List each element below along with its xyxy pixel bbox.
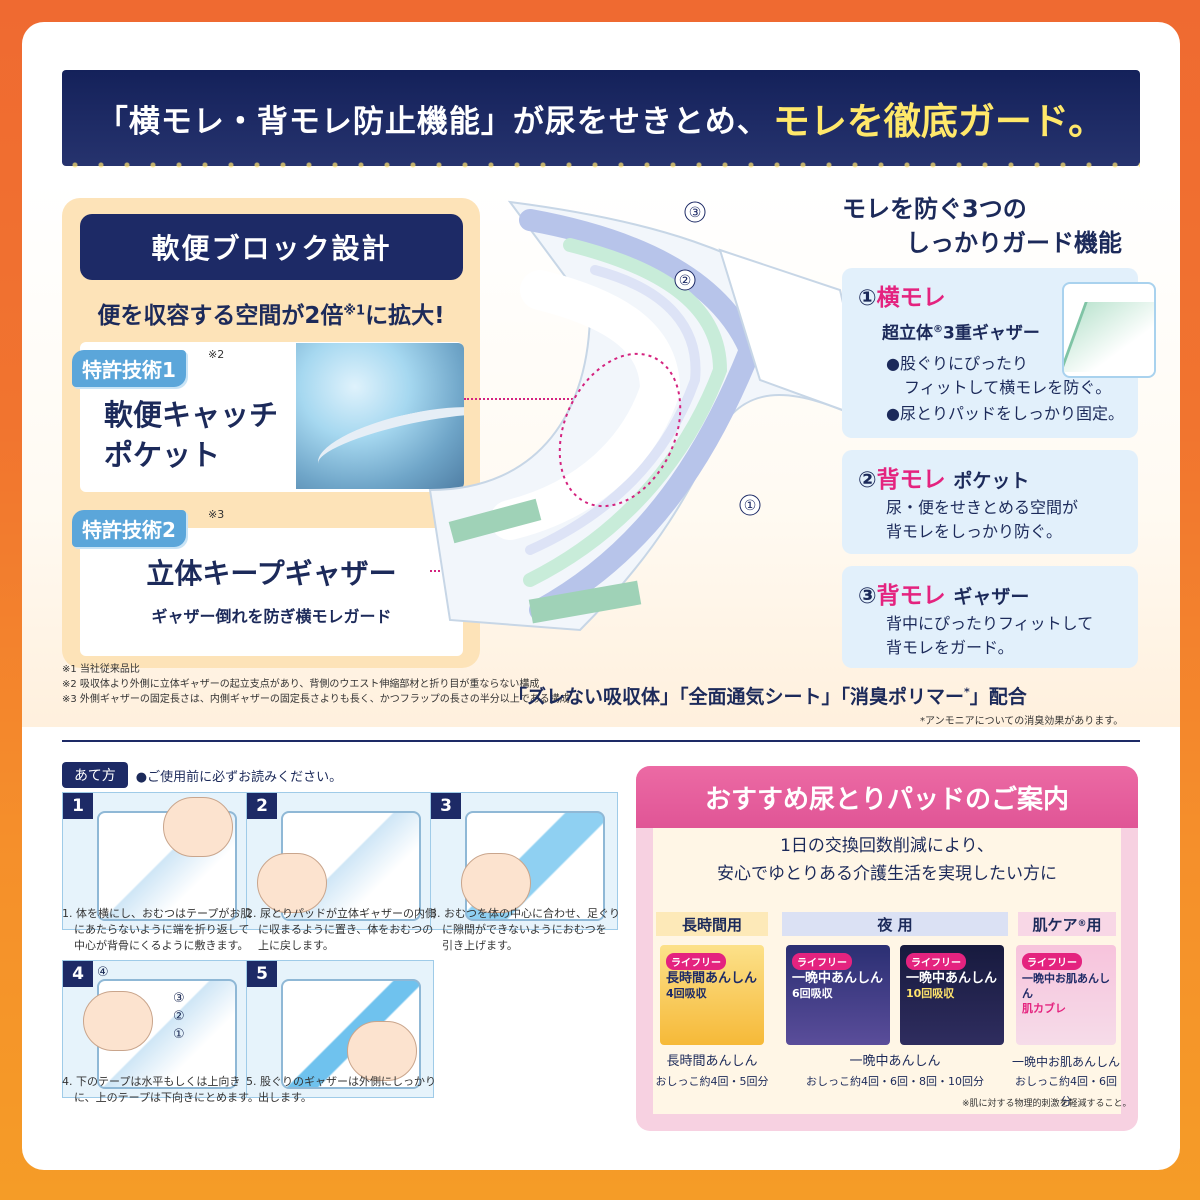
feature1-bullet1b: フィットして横モレを防ぐ。 xyxy=(904,378,1112,397)
soft-stool-block-title: 軟便ブロック設計 xyxy=(80,214,463,280)
step-5-image: 5 xyxy=(246,960,434,1098)
inner-gather xyxy=(523,238,728,587)
footnotes: ※1 当社従来品比 ※2 吸収体より外側に立体ギャザーの起立支点があり、背側のウ… xyxy=(62,664,570,705)
patent2-panel xyxy=(80,528,463,656)
caption-skin-care: 一晩中お肌あんしんおしっこ約4回・6回分 xyxy=(1011,1055,1120,1108)
pocket-closeup-image xyxy=(296,343,464,489)
step4-label-2: ② xyxy=(173,1009,185,1024)
feature3-heading: ③背モレ ギャザー xyxy=(858,583,1030,609)
step-3-image: 3 xyxy=(430,792,618,930)
diaper-illustration: ③ ② ① xyxy=(428,200,872,632)
feature2-heading: ②背モレ ポケット xyxy=(858,467,1030,493)
feature2-line1: 尿・便をせきとめる空間が xyxy=(886,498,1079,517)
patent1-note: ※2 xyxy=(208,348,225,361)
feature3-box: ③背モレ ギャザー 背中にぴったりフィットして 背モレをガード。 xyxy=(842,566,1138,668)
star-sparkles xyxy=(62,152,1140,176)
caption-night: 一晩中あんしんおしっこ約4回・6回・8回・10回分 xyxy=(806,1054,984,1088)
three-guard-title: モレを防ぐ3つの しっかりガード機能 xyxy=(842,195,1122,257)
feature1-sub: 超立体®3重ギャザー xyxy=(882,323,1040,344)
standing-keep-gather-desc: ギャザー倒れを防ぎ横モレガード xyxy=(151,607,392,626)
category-night: 夜 用 xyxy=(782,912,1008,936)
callout-1: ① xyxy=(744,498,757,514)
patent1-tag: 特許技術1 xyxy=(72,350,186,387)
feature2-line2: 背モレをしっかり防ぐ。 xyxy=(886,522,1063,541)
feature1-heading: ①横モレ xyxy=(858,285,946,311)
category-skin-care: 肌ケア®用 xyxy=(1018,912,1116,936)
step-4-image: 4 ④ ③ ② ① xyxy=(62,960,250,1098)
feature1-bullet2: ●尿とりパッドをしっかり固定。 xyxy=(886,404,1124,423)
section-divider xyxy=(62,740,1140,742)
deodorant-note: *アンモニアについての消臭効果があります。 xyxy=(920,716,1124,727)
step-2-text: 2. 尿とりパッドが立体ギャザーの内側に収まるように置き、体をおむつの上に戻しま… xyxy=(246,907,436,952)
step4-label-1: ① xyxy=(173,1027,185,1042)
patent2-tag: 特許技術2 xyxy=(72,510,186,547)
feature3-line2: 背モレをガード。 xyxy=(886,638,1014,657)
callout-2-circle xyxy=(674,269,696,291)
usage-header: あて方 ●ご使用前に必ずお読みください。 xyxy=(62,762,342,788)
pocket-highlight xyxy=(558,352,682,508)
usage-note: ●ご使用前に必ずお読みください。 xyxy=(135,769,343,785)
headline-part1: 「横モレ・背モレ防止機能」が尿をせきとめ、 xyxy=(96,103,769,140)
skin-care-footnote: ※肌に対する物理的刺激を軽減すること。 xyxy=(962,1099,1132,1109)
recommend-title: おすすめ尿とりパッドのご案内 xyxy=(636,766,1138,828)
tape-green-2 xyxy=(528,580,642,624)
category-long-time: 長時間用 xyxy=(656,912,768,936)
standing-keep-gather-title: 立体キープギャザー xyxy=(146,557,397,590)
step-4-text: 4. 下のテープは水平もしくは上向きに、上のテープは下向きにとめます。 xyxy=(62,1075,259,1104)
feature-line: 「ズレない吸収体」「全面通気シート」「消臭ポリマー*」配合 xyxy=(508,685,1027,708)
feature3-line1: 背中にぴったりフィットして xyxy=(886,614,1094,633)
step4-label-3: ③ xyxy=(173,991,185,1006)
callout-3: ③ xyxy=(689,205,702,221)
usage-tag: あて方 xyxy=(62,762,128,788)
step4-label-4: ④ xyxy=(97,965,109,980)
capacity-subtitle: 便を収容する空間が2倍※1に拡大! xyxy=(97,303,445,329)
product-skin-care: ライフリー 一晩中お肌あんしん肌カブレ xyxy=(1016,945,1116,1045)
patent2-note: ※3 xyxy=(208,508,225,521)
pocket-pointer-line xyxy=(464,398,584,400)
feature1-bullet1a: ●股ぐりにぴったり xyxy=(886,354,1028,373)
step-2-image: 2 xyxy=(246,792,434,930)
step-1-text: 1. 体を横にし、おむつはテープがお肌にあたらないように端を折り返して中心が背骨… xyxy=(62,907,252,952)
callout-1-circle xyxy=(739,494,761,516)
step-3-text: 3. おむつを体の中心に合わせ、足ぐりに隙間ができないようにおむつを引き上げます… xyxy=(430,907,620,952)
callout-2: ② xyxy=(679,273,692,289)
feature2-box: ②背モレ ポケット 尿・便をせきとめる空間が 背モレをしっかり防ぐ。 xyxy=(842,450,1138,554)
caption-long-time: 長時間あんしんおしっこ約4回・5回分 xyxy=(655,1054,769,1088)
headline-part2: モレを徹底ガード。 xyxy=(772,100,1106,143)
step-1-image: 1 xyxy=(62,792,250,930)
recommend-desc: 1日の交換回数削減により、 安心でゆとりある介護生活を実現したい方に xyxy=(717,836,1057,884)
tape-green-1 xyxy=(448,498,542,544)
pocket-gather xyxy=(525,265,701,555)
callout-3-circle xyxy=(684,201,706,223)
soft-stool-pocket-label: 軟便キャッチ ポケット xyxy=(104,398,279,472)
step-5-text: 5. 股ぐりのギャザーは外側にしっかり出します。 xyxy=(246,1075,436,1104)
triple-gather-image xyxy=(1062,282,1156,378)
headline-banner: 「横モレ・背モレ防止機能」が尿をせきとめ、 モレを徹底ガード。 xyxy=(62,70,1140,166)
